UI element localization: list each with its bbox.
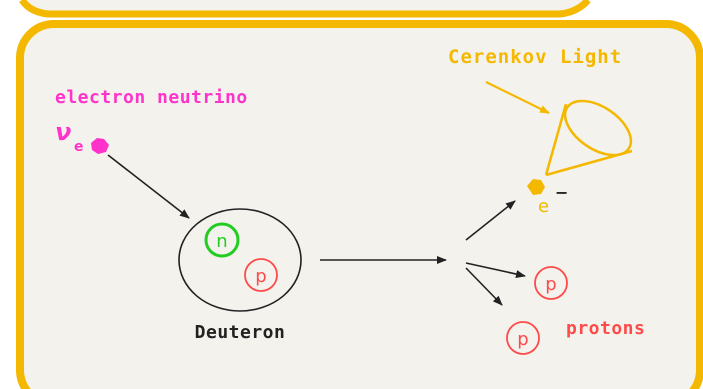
deuteron-proton-label: p xyxy=(255,266,266,287)
neutrino-label: electron neutrino xyxy=(55,87,248,108)
outgoing-proton-1 xyxy=(534,266,568,300)
frame-top-tab xyxy=(19,0,591,18)
neutrino-subscript: e xyxy=(74,139,84,155)
neutron-circle xyxy=(204,222,240,258)
neutron-label: n xyxy=(216,231,227,252)
outgoing-proton-2-label: p xyxy=(517,329,528,350)
proton-arrow-2 xyxy=(465,267,503,306)
cerenkov-cone-opening xyxy=(563,99,633,157)
proton-arrow-1 xyxy=(465,262,526,278)
electron-label: e xyxy=(538,196,549,217)
electron-particle xyxy=(527,179,545,195)
deuteron-label: Deuteron xyxy=(195,322,286,343)
neutrino-symbol: ν xyxy=(55,118,71,146)
deuteron-nucleus xyxy=(178,208,302,312)
outgoing-proton-1-label: p xyxy=(545,274,556,295)
incoming-neutrino-arrow xyxy=(107,154,190,219)
neutrino-particle xyxy=(91,138,109,154)
cerenkov-label: Cerenkov Light xyxy=(448,46,622,68)
deuteron-proton-circle xyxy=(244,258,278,292)
electron-arrow xyxy=(465,200,516,241)
protons-label: protons xyxy=(566,318,645,339)
electron-charge-label: − xyxy=(555,183,568,202)
panel-frame xyxy=(16,20,703,389)
cerenkov-pointer-arrow xyxy=(485,81,550,114)
outgoing-proton-2 xyxy=(506,321,540,355)
